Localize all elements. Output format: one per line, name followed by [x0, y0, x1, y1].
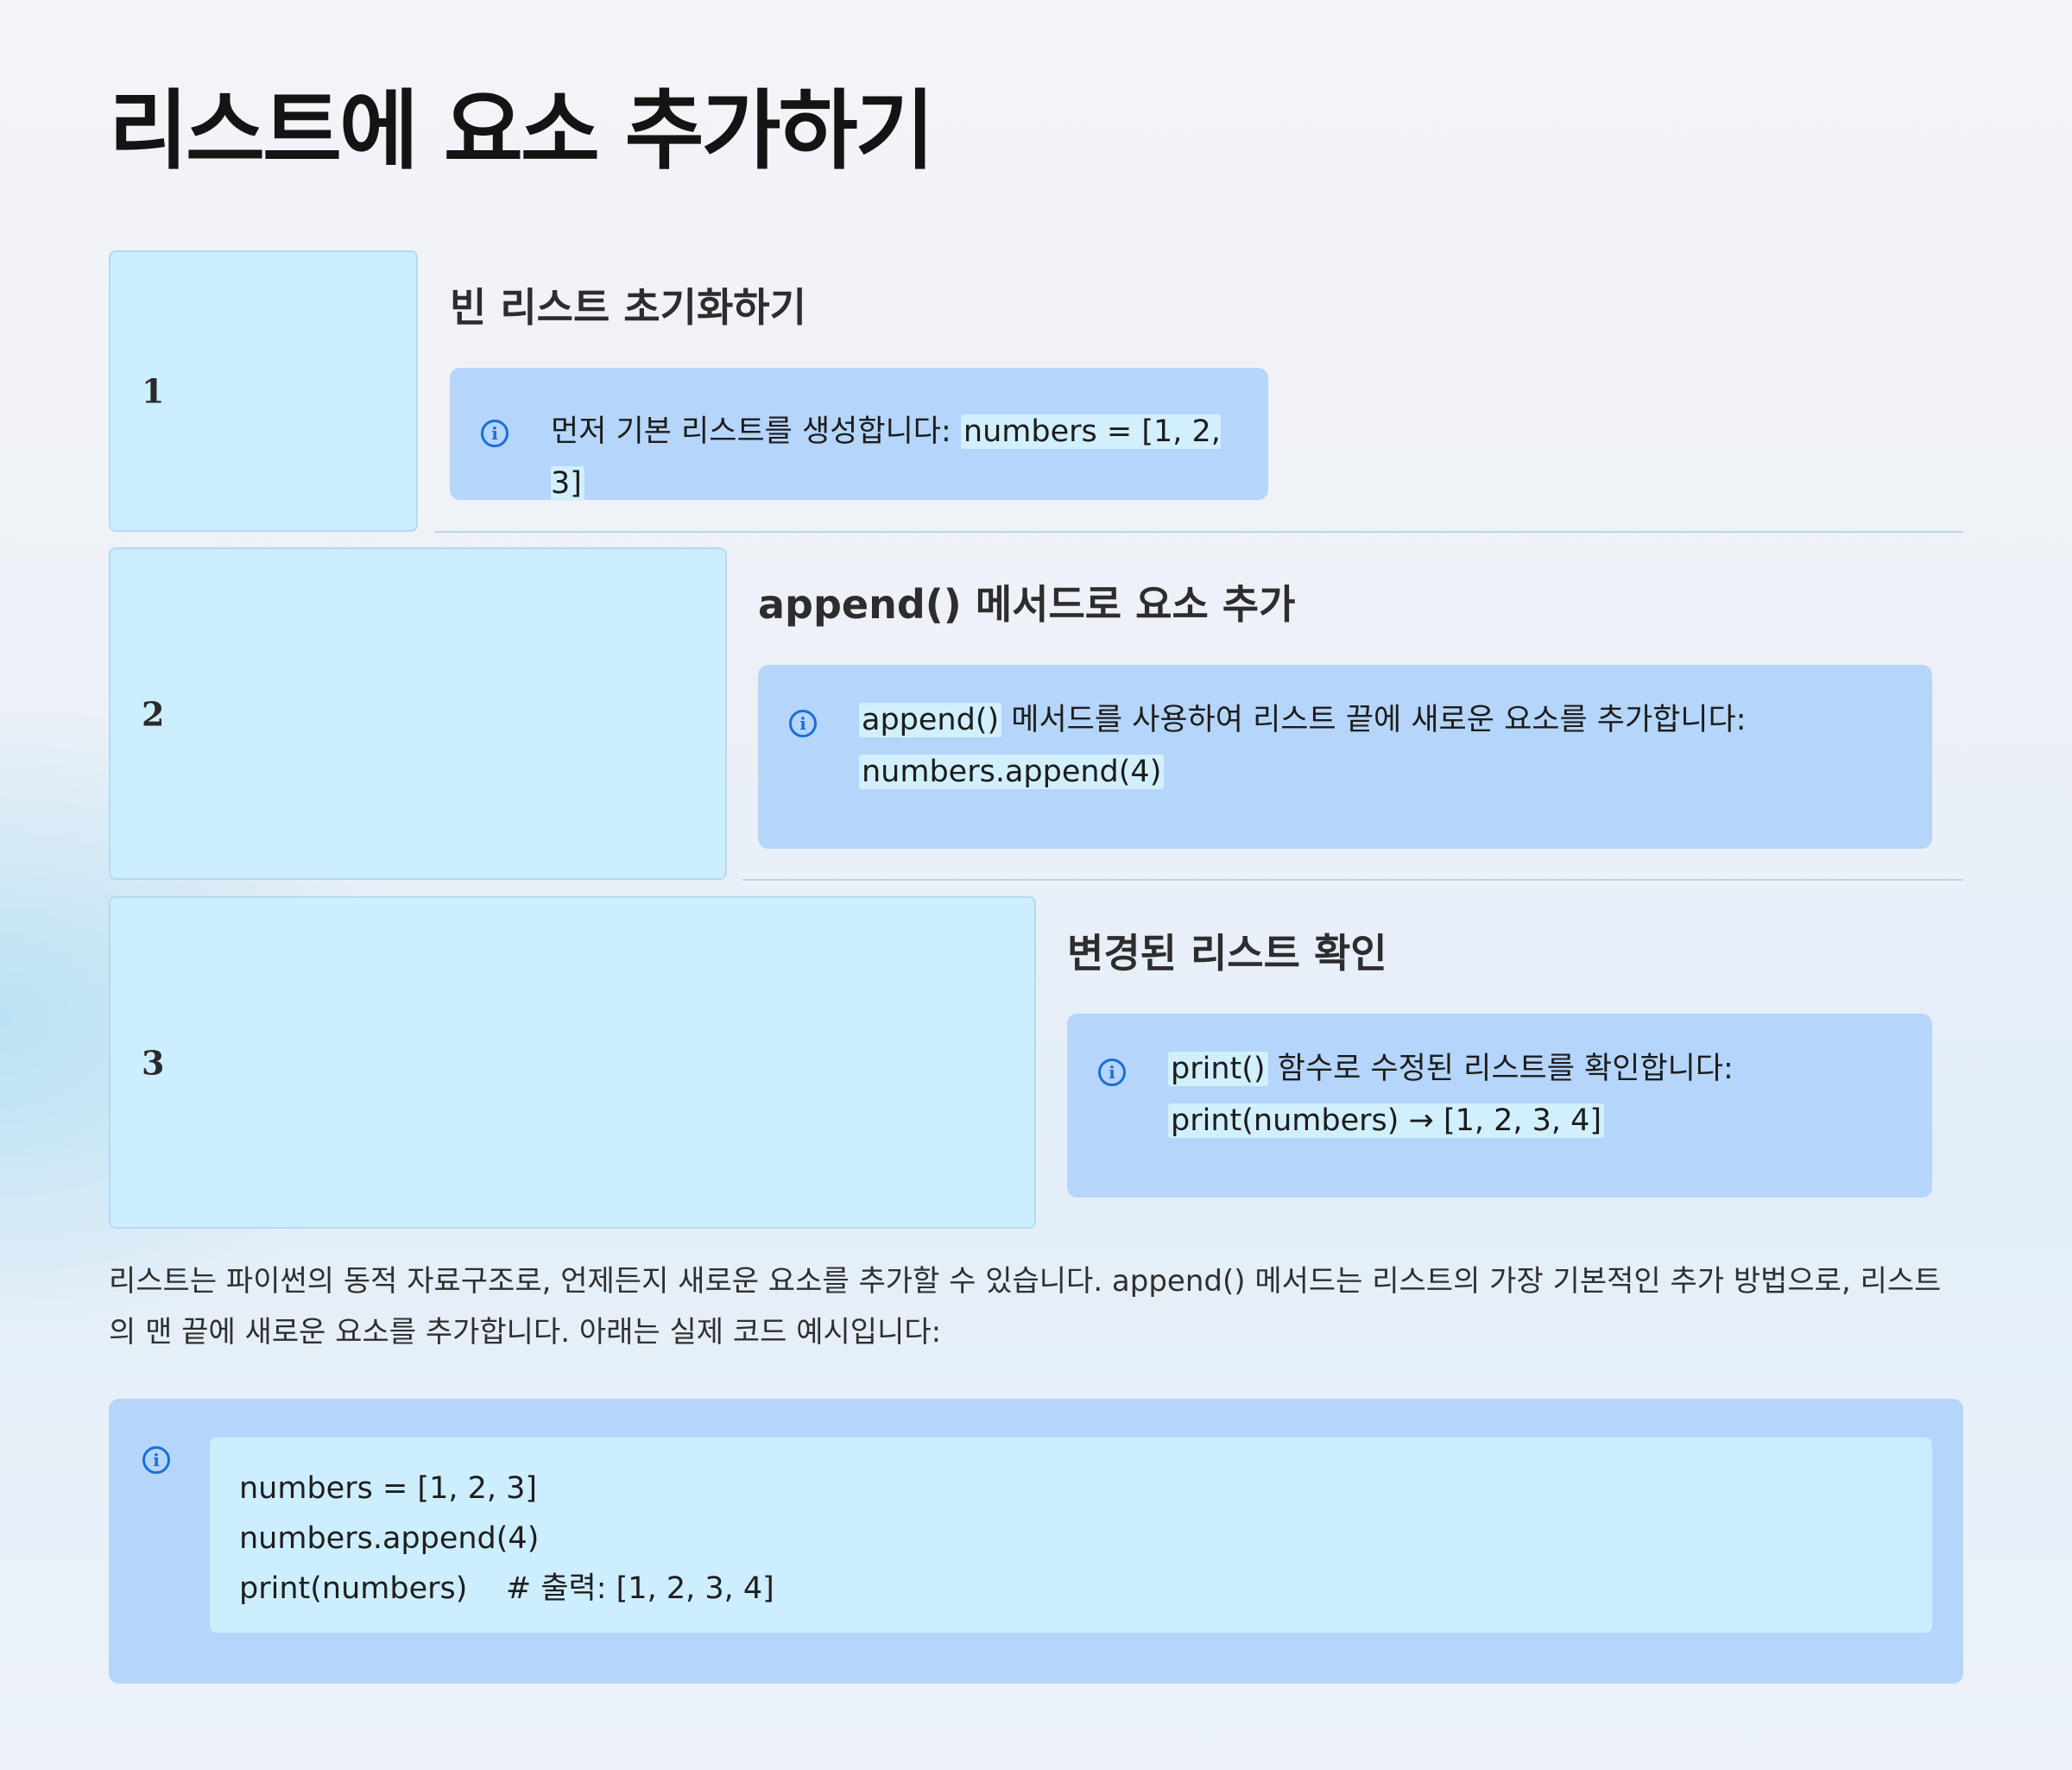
step-number-box: 3 [109, 896, 1036, 1229]
inline-code: numbers.append(4) [859, 755, 1165, 789]
inline-code: print() [1168, 1052, 1268, 1086]
code-line: print(numbers) # 출력: [1, 2, 3, 4] [239, 1571, 774, 1606]
step-3: 3 변경된 리스트 확인 i print() 함수로 수정된 리스트를 확인합니… [109, 896, 1963, 1229]
description-paragraph: 리스트는 파이썬의 동적 자료구조로, 언제든지 새로운 요소를 추가할 수 있… [109, 1264, 1942, 1350]
step-text: 함수로 수정된 리스트를 확인합니다: [1267, 1052, 1734, 1086]
info-callout: i append() 메서드를 사용하여 리스트 끝에 새로운 요소를 추가합니… [758, 665, 1932, 849]
page-title: 리스트에 요소 추가하기 [109, 80, 935, 181]
info-icon: i [481, 420, 509, 447]
info-icon: i [142, 1446, 170, 1474]
step-text: 먼저 기본 리스트를 생성합니다: [551, 414, 961, 449]
info-callout: i 먼저 기본 리스트를 생성합니다: numbers = [1, 2, 3] [450, 368, 1268, 501]
step-number-box: 2 [109, 547, 727, 880]
info-icon: i [789, 710, 817, 737]
step-2: 2 append() 메서드로 요소 추가 i append() 메서드를 사용… [109, 547, 1963, 880]
step-number: 2 [142, 694, 165, 733]
code-line: numbers.append(4) [239, 1521, 540, 1556]
code-line: numbers = [1, 2, 3] [239, 1471, 538, 1506]
step-divider [742, 879, 1963, 881]
step-divider [434, 531, 1963, 533]
info-callout: i print() 함수로 수정된 리스트를 확인합니다: print(numb… [1067, 1014, 1932, 1198]
step-title: 빈 리스트 초기화하기 [450, 284, 806, 331]
step-text: 메서드를 사용하여 리스트 끝에 새로운 요소를 추가합니다: [1001, 703, 1747, 737]
code-block: numbers = [1, 2, 3] numbers.append(4) pr… [210, 1438, 1932, 1633]
info-icon: i [1098, 1059, 1126, 1086]
step-number-box: 1 [109, 250, 418, 532]
step-number: 3 [142, 1043, 165, 1082]
inline-code: print(numbers) → [1, 2, 3, 4] [1168, 1103, 1605, 1138]
step-number: 1 [142, 371, 165, 411]
step-title: 변경된 리스트 확인 [1067, 930, 1387, 977]
step-title: append() 메서드로 요소 추가 [758, 581, 1296, 628]
step-1: 1 빈 리스트 초기화하기 i 먼저 기본 리스트를 생성합니다: number… [109, 250, 1963, 532]
inline-code: append() [859, 703, 1002, 737]
code-example-panel: i numbers = [1, 2, 3] numbers.append(4) … [109, 1399, 1963, 1684]
